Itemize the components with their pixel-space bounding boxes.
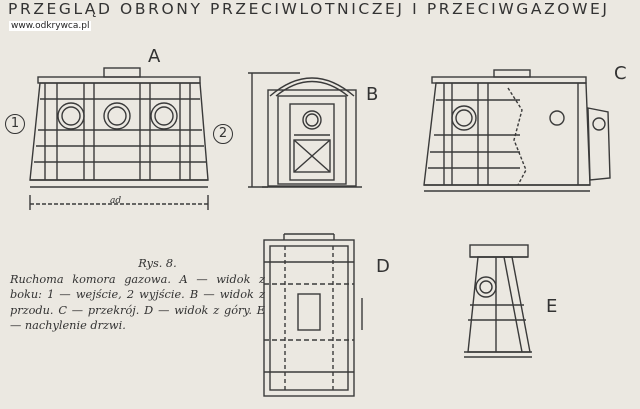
- page-header: PRZEGLĄD OBRONY PRZECIWLOTNICZEJ I PRZEC…: [8, 0, 610, 18]
- watermark: www.odkrywca.pl: [9, 21, 92, 31]
- figure-label-entrance: 1: [5, 114, 25, 134]
- drawing-e-door-inclination: [464, 244, 532, 358]
- figure-label-b: B: [366, 84, 379, 105]
- drawing-d-top-view: [263, 233, 363, 397]
- figure-label-e: E: [546, 296, 558, 317]
- figure-label-exit: 2: [213, 124, 233, 144]
- drawing-c-section-view: [423, 69, 611, 192]
- figure-number: Rys. 8.: [138, 257, 177, 270]
- caption-text: Ruchoma komora gazowa. A — widok z boku:…: [10, 272, 265, 333]
- figure-label-d: D: [376, 256, 390, 277]
- figure-label-a: A: [148, 46, 161, 67]
- figure-caption: Rys. 8. Ruchoma komora gazowa. A — widok…: [10, 256, 265, 334]
- figure-label-c: C: [614, 63, 627, 84]
- drawing-b-front-view: [248, 72, 362, 188]
- drawing-a-side-view: [29, 67, 209, 210]
- dimension-label: ad: [110, 196, 122, 206]
